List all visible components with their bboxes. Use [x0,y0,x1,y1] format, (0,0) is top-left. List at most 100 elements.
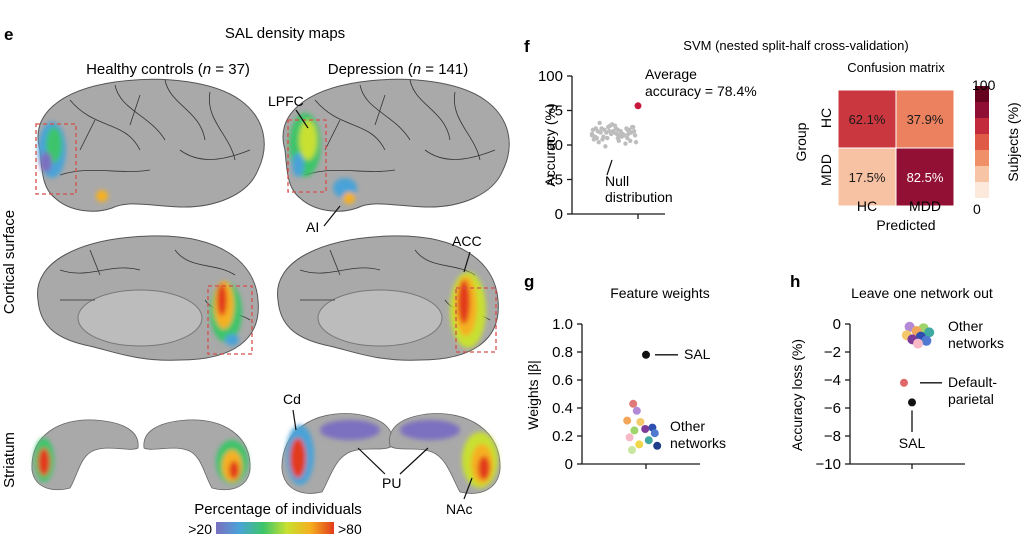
confusion-matrix-col-mdd: MDD [909,198,941,214]
colorbar-title: Percentage of individuals [194,501,362,518]
panel-e: e SAL density maps Healthy controls (n =… [1,25,510,537]
null-distribution-point [603,144,608,149]
confusion-colorbar-max: 100 [972,77,996,93]
null-distribution-point [632,133,638,138]
confusion-cell [895,147,955,207]
annotation-null-line1: Null [605,173,629,189]
label-nac: NAc [446,501,472,517]
null-distribution-point [589,133,595,138]
confusion-cell-value: 62.1% [849,112,886,127]
confusion-colorbar-step [975,102,989,118]
chart-g-ytick-label: 0.6 [552,372,573,389]
chart-h-axes: 0−2−4−6−8−10 [816,316,965,473]
chart-f-axes: 0 25 50 75 100 [538,68,665,223]
panel-e-letter: e [4,25,13,44]
confusion-cell-value: 17.5% [849,170,886,185]
other-network-point [924,327,935,338]
chart-f-title: SVM (nested split-half cross-validation) [683,38,908,53]
default-parietal-point [900,378,908,387]
other-network-point [623,416,632,425]
chart-g-ytick-label: 0.2 [552,428,573,445]
confusion-matrix-colorbar [975,86,989,198]
panel-g-letter: g [524,272,534,291]
row-label-striatum: Striatum [1,432,18,488]
null-distribution-point [590,127,596,133]
chart-f-ytick-label: 25 [546,172,563,189]
confusion-colorbar-step [975,134,989,150]
null-distribution-point [595,129,600,134]
null-distribution-point [596,140,601,145]
null-distribution-point [625,135,630,141]
confusion-matrix-title: Confusion matrix [847,60,945,75]
null-distribution-point [633,140,639,145]
chart-g-others-label-2: networks [670,435,726,451]
brain-depression-medial: ACC [277,233,499,361]
panel-e-title: SAL density maps [225,25,345,42]
null-distribution-point [616,138,621,144]
confusion-colorbar-step [975,118,989,134]
chart-h-sal-label: SAL [899,435,926,451]
chart-h-default-label-2: parietal [948,391,994,407]
chart-g-ytick-label: 0.8 [552,344,573,361]
chart-h-others-label-1: Other [948,318,983,334]
other-network-point [913,338,923,349]
other-network-point [644,436,653,445]
null-distribution-point [599,126,604,131]
label-ai: AI [306,219,319,235]
chart-f-ytick-label: 50 [546,137,563,154]
chart-h-ylabel: Accuracy loss (%) [789,339,805,451]
panel-h-letter: h [790,272,800,291]
null-distribution-point [601,134,606,139]
confusion-cell-value: 82.5% [907,170,944,185]
chart-f-null-points [589,102,642,149]
chart-g-ytick-label: 1.0 [552,316,573,333]
label-acc: ACC [452,233,482,249]
other-network-point [629,399,638,408]
row-label-cortical-surface: Cortical surface [1,210,18,314]
chart-g-sal-label: SAL [684,346,711,362]
confusion-cell-value: 37.9% [907,112,944,127]
chart-h-ytick-label: −4 [824,372,841,389]
null-distribution-point [597,120,602,126]
other-network-point [641,425,650,433]
confusion-colorbar-label: Subjects (%) [1005,102,1021,181]
chart-f-ytick-label: 0 [555,206,563,223]
other-network-point [636,418,645,426]
colorbar-max-label: >80 [338,521,362,537]
chart-f-ytick-label: 100 [538,68,563,85]
label-lpfc: LPFC [268,93,304,109]
confusion-cell [895,89,955,149]
chart-h-ytick-label: −8 [824,428,841,445]
chart-h-title: Leave one network out [851,285,993,301]
column-header-healthy-controls: Healthy controls (n = 37) [86,61,250,78]
sal-point [908,398,916,407]
brain-depression-lateral: LPFC AI [268,78,510,235]
confusion-cell [837,89,897,149]
chart-f-ylabel: Accuracy (%) [542,103,558,186]
confusion-colorbar-step [975,150,989,166]
null-distribution-point [626,131,631,137]
other-network-point [650,429,659,438]
confusion-matrix-cells: 62.1% 37.9% 17.5% 82.5% [837,89,955,207]
brain-hc-lateral [35,78,265,212]
panel-h: h Leave one network out 0−2−4−6−8−10 Acc… [789,272,1004,473]
label-cd: Cd [283,391,301,407]
confusion-colorbar-min: 0 [973,201,981,217]
chart-g-others-label-1: Other [670,418,705,434]
chart-h-ytick-label: −10 [816,456,841,473]
confusion-matrix-row-mdd: MDD [818,154,834,186]
confusion-colorbar-step [975,166,989,182]
other-network-point [628,446,636,454]
chart-h-points [900,321,942,432]
chart-g-points [623,350,678,454]
chart-h-ytick-label: 0 [833,316,841,333]
chart-f-ytick-label: 75 [546,103,563,120]
panel-g: g Feature weights 00.20.40.60.81.0 Weigh… [524,272,726,473]
confusion-matrix-col-hc: HC [857,198,877,214]
chart-h-others-label-2: networks [948,335,1004,351]
null-distribution-point [621,133,626,138]
average-accuracy-point [634,102,642,110]
other-network-point [630,426,639,435]
panel-f: f SVM (nested split-half cross-validatio… [524,37,1021,233]
